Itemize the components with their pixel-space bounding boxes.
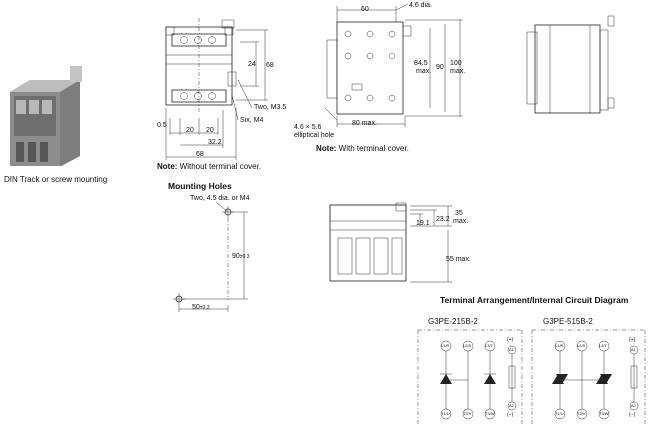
dim-68-width: 68 xyxy=(196,151,204,158)
circuit-right-diagram xyxy=(531,329,646,425)
left-terminal-l3: L3/T xyxy=(485,343,494,348)
front-view-note: Note: Without terminal cover. xyxy=(157,162,262,171)
left-terminal-t1: T1/U xyxy=(441,411,450,416)
right-terminal-l2: L2/S xyxy=(577,343,586,348)
dim-20-b: 20 xyxy=(206,127,214,134)
terminal-m35-label: Two, M3.5 xyxy=(254,104,287,111)
side-view-note: Note: With terminal cover. xyxy=(316,144,409,153)
dim-84-5: 84.5 xyxy=(414,60,428,67)
front-view-drawing xyxy=(165,18,268,160)
elliptical-hole-size: 4.6 × 5.6 xyxy=(294,124,322,131)
profile-view-drawing xyxy=(526,15,615,114)
product-photo xyxy=(10,66,82,166)
dim-90-side: 90 xyxy=(436,64,444,71)
dim-24: 24 xyxy=(248,61,256,68)
left-input-minus: (−) xyxy=(507,412,514,418)
dim-50-mount: 50±0.3 xyxy=(192,304,210,311)
dim-100-max: max. xyxy=(450,68,466,75)
circuit-title: Terminal Arrangement/Internal Circuit Di… xyxy=(440,295,629,305)
photo-caption: DIN Track or screw mounting xyxy=(4,175,108,184)
right-terminal-t2: T2/V xyxy=(577,411,586,416)
dim-20-a: 20 xyxy=(186,127,194,134)
top-view-drawing xyxy=(329,202,452,283)
left-input-a2: A2 xyxy=(509,403,514,408)
elliptical-hole-label: elliptical hole xyxy=(294,132,335,139)
mounting-holes-title: Mounting Holes xyxy=(168,181,232,191)
right-terminal-l3: L3/T xyxy=(599,343,608,348)
mounting-hole-size: Two, 4.5 dia. or M4 xyxy=(190,195,250,202)
dim-32-2: 32.2 xyxy=(208,139,222,146)
dim-35: 35 xyxy=(455,210,463,217)
dim-23-2: 23.2 xyxy=(436,216,450,223)
circuit-left-diagram xyxy=(417,329,523,425)
mounting-holes-drawing xyxy=(173,201,248,312)
right-input-a1: A1 xyxy=(631,347,636,352)
right-terminal-t3: T3/W xyxy=(599,411,609,416)
left-input-plus: (+) xyxy=(507,337,514,343)
dim-100: 100 xyxy=(450,60,462,67)
left-terminal-l2: L2/S xyxy=(463,343,472,348)
dim-80-max: 80 max. xyxy=(352,120,377,127)
terminal-m4-label: Six, M4 xyxy=(240,117,264,124)
right-input-a2: A2 xyxy=(631,403,636,408)
dim-90-mount: 90±0.3 xyxy=(232,253,250,260)
dim-55-max: 55 max. xyxy=(446,256,471,263)
dim-0-5: 0.5 xyxy=(157,122,167,129)
dim-60: 60 xyxy=(361,6,369,13)
dim-68-height: 68 xyxy=(266,62,274,69)
left-model-label: G3PE-215B-2 xyxy=(428,317,478,326)
right-input-plus: (+) xyxy=(629,337,636,343)
left-terminal-l1: L1/R xyxy=(441,343,450,348)
side-view-drawing xyxy=(324,3,463,127)
dim-84-5-max: max. xyxy=(416,68,432,75)
right-input-minus: (−) xyxy=(629,412,636,418)
dim-35-max: max. xyxy=(453,218,469,225)
dim-19-1: 19.1 xyxy=(416,220,430,227)
right-terminal-t1: T1/U xyxy=(555,411,564,416)
right-model-label: G3PE-515B-2 xyxy=(543,317,593,326)
right-terminal-l1: L1/R xyxy=(555,343,564,348)
left-terminal-t2: T2/V xyxy=(463,411,472,416)
left-input-a1: A1 xyxy=(509,347,514,352)
hole-4-6-dia: 4.6 dia. xyxy=(409,2,432,9)
left-terminal-t3: T3/W xyxy=(485,411,495,416)
